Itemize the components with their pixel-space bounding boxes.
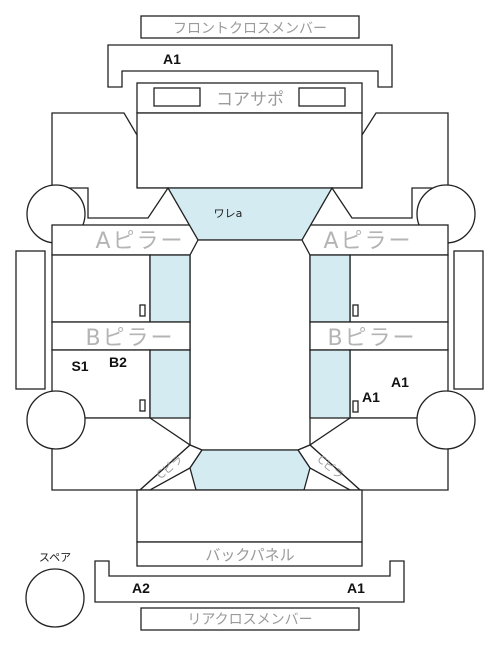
front-side-glass-left[interactable] bbox=[149, 254, 191, 323]
front-door-handle-right[interactable] bbox=[352, 304, 359, 317]
a1-code-right-inner: A1 bbox=[362, 389, 380, 405]
rear-side-glass-right[interactable] bbox=[309, 349, 351, 419]
front-door-handle-left[interactable] bbox=[139, 304, 146, 317]
a-pillar-left-label: Aピラー bbox=[95, 229, 184, 254]
front-cross-member-bracket[interactable] bbox=[107, 44, 393, 88]
rear-cross-member-box[interactable] bbox=[140, 607, 360, 631]
front-door-right[interactable] bbox=[349, 254, 449, 323]
b-pillar-right-band[interactable] bbox=[309, 321, 449, 351]
b2-code-left: B2 bbox=[109, 354, 127, 370]
spare-label: スペア bbox=[39, 551, 71, 564]
core-support-label: コアサポ bbox=[216, 90, 284, 110]
side-sill-right[interactable] bbox=[453, 250, 484, 390]
trunk-lid[interactable] bbox=[136, 489, 363, 543]
front-side-glass-right[interactable] bbox=[309, 254, 351, 323]
rear-door-handle-left[interactable] bbox=[139, 399, 146, 412]
b-pillar-left-band[interactable] bbox=[51, 321, 191, 351]
a1-code-right-outer: A1 bbox=[391, 374, 409, 390]
front-cross-member-label: フロントクロスメンバー bbox=[173, 21, 327, 37]
side-sill-left[interactable] bbox=[15, 250, 46, 390]
back-panel-box[interactable] bbox=[136, 541, 363, 567]
rear-wheel-left[interactable] bbox=[26, 390, 86, 450]
rear-door-handle-right[interactable] bbox=[352, 400, 359, 413]
spare-tire[interactable] bbox=[25, 568, 85, 628]
c-pillar-left[interactable] bbox=[138, 444, 203, 491]
rear-side-glass-left[interactable] bbox=[149, 349, 191, 419]
a-pillar-right-label: Aピラー bbox=[323, 229, 412, 254]
rear-cross-member-code-right: A1 bbox=[347, 580, 365, 596]
hood-panel[interactable] bbox=[136, 112, 363, 189]
roof-panel[interactable] bbox=[189, 239, 311, 451]
front-cross-member-box[interactable] bbox=[140, 15, 360, 39]
rear-cross-member-bracket[interactable] bbox=[94, 560, 405, 603]
front-cross-member-code: A1 bbox=[163, 51, 181, 67]
b-pillar-left-label: Bピラー bbox=[85, 326, 174, 351]
front-door-left[interactable] bbox=[51, 254, 151, 323]
c-pillar-right[interactable] bbox=[297, 444, 362, 491]
s1-code-left: S1 bbox=[71, 358, 88, 374]
rear-cross-member-label: リアクロスメンバー bbox=[187, 612, 312, 628]
rear-cross-member-code-left: A2 bbox=[132, 580, 150, 596]
roof-damage-label: ワレa bbox=[214, 207, 243, 220]
b-pillar-right-label: Bピラー bbox=[327, 326, 416, 351]
rear-wheel-right[interactable] bbox=[416, 390, 476, 450]
headlight-right[interactable] bbox=[298, 87, 346, 107]
headlight-left[interactable] bbox=[153, 87, 201, 107]
rear-window[interactable] bbox=[189, 449, 311, 491]
front-fender-right[interactable] bbox=[330, 112, 449, 219]
back-panel-label: バックパネル bbox=[205, 546, 294, 564]
